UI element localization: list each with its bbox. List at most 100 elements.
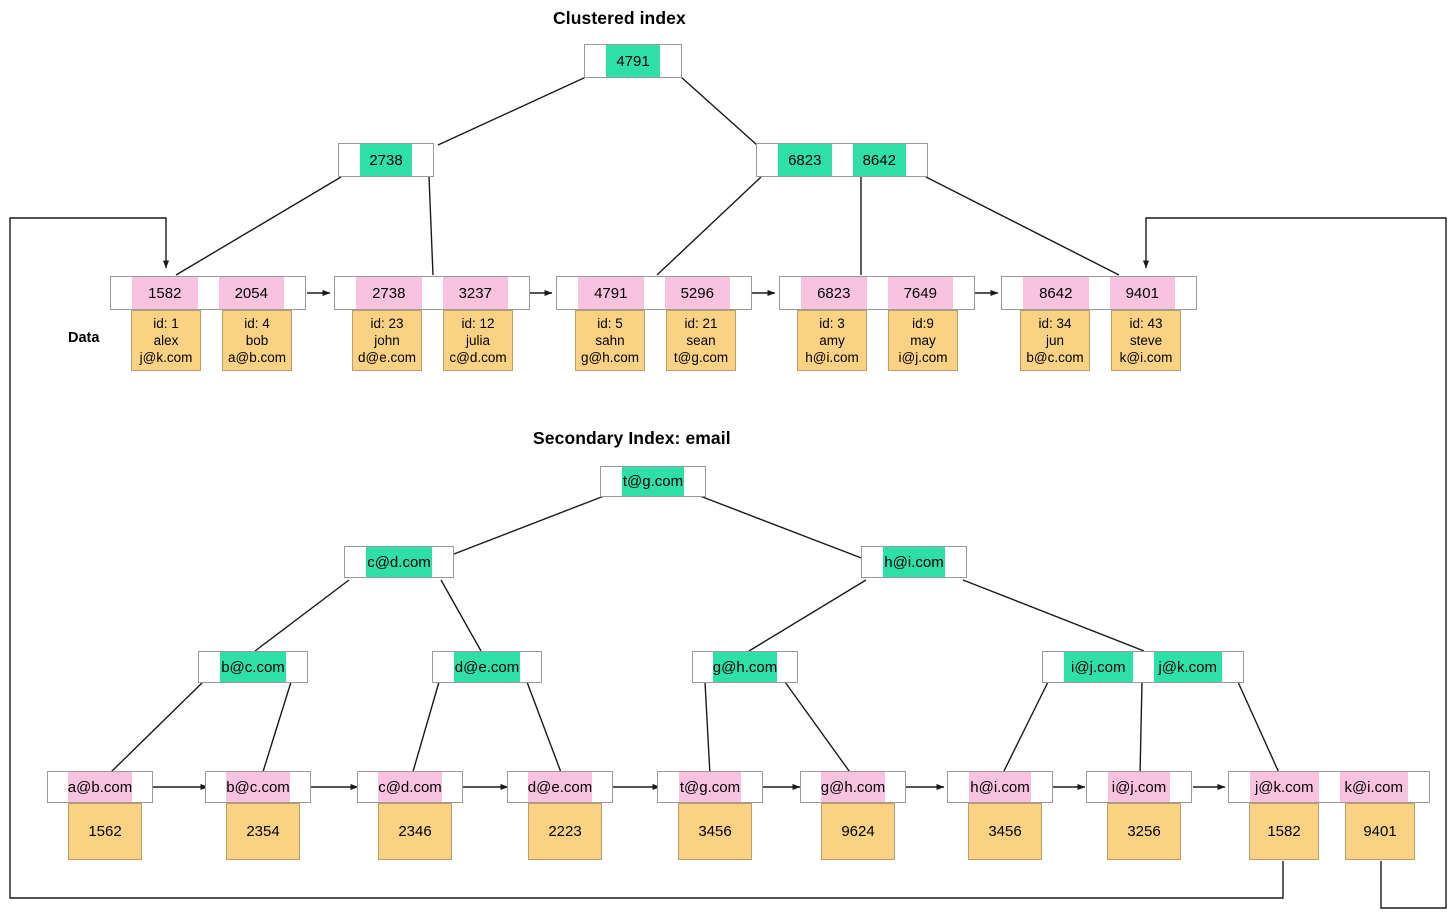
- key-cell[interactable]: 4791: [578, 277, 644, 309]
- key-cell[interactable]: 8642: [852, 144, 906, 176]
- clustered-leaf-node[interactable]: 6823 7649: [779, 276, 975, 310]
- secondary-root-node[interactable]: t@g.com: [600, 466, 706, 497]
- key-cell[interactable]: b@c.com: [226, 772, 290, 802]
- child-pointer-slot[interactable]: [831, 144, 853, 176]
- key-cell[interactable]: 6823: [801, 277, 867, 309]
- leaf-pointer-slot[interactable]: [948, 772, 969, 802]
- key-cell[interactable]: 2738: [360, 144, 412, 176]
- leaf-pointer-slot[interactable]: [1088, 277, 1110, 309]
- clustered-leaf-node[interactable]: 4791 5296: [556, 276, 752, 310]
- secondary-leaf-node[interactable]: a@b.com: [47, 771, 153, 803]
- key-cell[interactable]: 8642: [1023, 277, 1089, 309]
- key-cell[interactable]: t@g.com: [679, 772, 741, 802]
- secondary-leaf-node[interactable]: j@k.com k@i.com: [1228, 771, 1430, 803]
- secondary-internal-node[interactable]: h@i.com: [861, 546, 967, 578]
- secondary-leaf-node[interactable]: b@c.com: [205, 771, 311, 803]
- child-pointer-slot[interactable]: [199, 652, 220, 682]
- key-cell[interactable]: 5296: [664, 277, 730, 309]
- leaf-pointer-slot[interactable]: [508, 772, 528, 802]
- key-cell[interactable]: b@c.com: [220, 652, 286, 682]
- key-cell[interactable]: a@b.com: [67, 772, 133, 802]
- secondary-leaf-node[interactable]: i@j.com: [1086, 771, 1192, 803]
- secondary-leaf-node[interactable]: g@h.com: [800, 771, 906, 803]
- child-pointer-slot[interactable]: [339, 144, 360, 176]
- leaf-pointer-slot[interactable]: [289, 772, 310, 802]
- key-cell[interactable]: d@e.com: [527, 772, 593, 802]
- child-pointer-slot[interactable]: [1222, 652, 1243, 682]
- child-pointer-slot[interactable]: [520, 652, 541, 682]
- child-pointer-slot[interactable]: [1132, 652, 1154, 682]
- key-cell[interactable]: 3237: [442, 277, 508, 309]
- child-pointer-slot[interactable]: [1043, 652, 1064, 682]
- child-pointer-slot[interactable]: [433, 652, 454, 682]
- secondary-internal-node[interactable]: d@e.com: [432, 651, 542, 683]
- leaf-pointer-slot[interactable]: [1229, 772, 1250, 802]
- key-cell[interactable]: k@i.com: [1339, 772, 1408, 802]
- key-cell[interactable]: j@k.com: [1153, 652, 1222, 682]
- clustered-internal-node[interactable]: 6823 8642: [756, 143, 928, 177]
- key-cell[interactable]: c@d.com: [378, 772, 442, 802]
- key-cell[interactable]: 2738: [356, 277, 422, 309]
- child-pointer-slot[interactable]: [601, 467, 622, 496]
- clustered-leaf-node[interactable]: 1582 2054: [110, 276, 306, 310]
- leaf-pointer-slot[interactable]: [1175, 277, 1196, 309]
- secondary-internal-node[interactable]: b@c.com: [198, 651, 308, 683]
- clustered-leaf-node[interactable]: 8642 9401: [1001, 276, 1197, 310]
- child-pointer-slot[interactable]: [660, 45, 681, 77]
- secondary-leaf-node[interactable]: c@d.com: [357, 771, 463, 803]
- child-pointer-slot[interactable]: [862, 547, 883, 577]
- child-pointer-slot[interactable]: [757, 144, 778, 176]
- leaf-pointer-slot[interactable]: [132, 772, 152, 802]
- leaf-pointer-slot[interactable]: [508, 277, 529, 309]
- key-cell[interactable]: d@e.com: [454, 652, 520, 682]
- leaf-pointer-slot[interactable]: [1318, 772, 1340, 802]
- child-pointer-slot[interactable]: [906, 144, 927, 176]
- key-cell[interactable]: 7649: [887, 277, 953, 309]
- key-cell[interactable]: 9401: [1109, 277, 1175, 309]
- key-cell[interactable]: 2054: [218, 277, 284, 309]
- leaf-pointer-slot[interactable]: [1002, 277, 1023, 309]
- child-pointer-slot[interactable]: [777, 652, 797, 682]
- child-pointer-slot[interactable]: [693, 652, 713, 682]
- clustered-root-node[interactable]: 4791: [584, 44, 682, 78]
- key-cell[interactable]: 4791: [606, 45, 660, 77]
- key-cell[interactable]: 1582: [132, 277, 198, 309]
- leaf-pointer-slot[interactable]: [730, 277, 751, 309]
- key-cell[interactable]: h@i.com: [883, 547, 945, 577]
- leaf-pointer-slot[interactable]: [953, 277, 974, 309]
- child-pointer-slot[interactable]: [286, 652, 307, 682]
- leaf-pointer-slot[interactable]: [335, 277, 356, 309]
- leaf-pointer-slot[interactable]: [358, 772, 379, 802]
- key-cell[interactable]: i@j.com: [1064, 652, 1133, 682]
- child-pointer-slot[interactable]: [432, 547, 453, 577]
- key-cell[interactable]: h@i.com: [969, 772, 1031, 802]
- leaf-pointer-slot[interactable]: [284, 277, 305, 309]
- key-cell[interactable]: i@j.com: [1108, 772, 1170, 802]
- key-cell[interactable]: 6823: [778, 144, 832, 176]
- secondary-leaf-node[interactable]: t@g.com: [657, 771, 763, 803]
- leaf-pointer-slot[interactable]: [206, 772, 227, 802]
- secondary-internal-node[interactable]: g@h.com: [692, 651, 798, 683]
- leaf-pointer-slot[interactable]: [741, 772, 762, 802]
- leaf-pointer-slot[interactable]: [197, 277, 219, 309]
- key-cell[interactable]: c@d.com: [366, 547, 432, 577]
- key-cell[interactable]: g@h.com: [712, 652, 778, 682]
- child-pointer-slot[interactable]: [585, 45, 606, 77]
- leaf-pointer-slot[interactable]: [866, 277, 888, 309]
- key-cell[interactable]: j@k.com: [1250, 772, 1319, 802]
- secondary-internal-node[interactable]: c@d.com: [344, 546, 454, 578]
- secondary-leaf-node[interactable]: h@i.com: [947, 771, 1053, 803]
- child-pointer-slot[interactable]: [945, 547, 966, 577]
- key-cell[interactable]: t@g.com: [622, 467, 684, 496]
- child-pointer-slot[interactable]: [684, 467, 705, 496]
- leaf-pointer-slot[interactable]: [885, 772, 905, 802]
- leaf-pointer-slot[interactable]: [421, 277, 443, 309]
- key-cell[interactable]: g@h.com: [820, 772, 886, 802]
- leaf-pointer-slot[interactable]: [801, 772, 821, 802]
- secondary-internal-node[interactable]: i@j.com j@k.com: [1042, 651, 1244, 683]
- leaf-pointer-slot[interactable]: [111, 277, 132, 309]
- child-pointer-slot[interactable]: [412, 144, 433, 176]
- leaf-pointer-slot[interactable]: [48, 772, 68, 802]
- secondary-leaf-node[interactable]: d@e.com: [507, 771, 613, 803]
- leaf-pointer-slot[interactable]: [780, 277, 801, 309]
